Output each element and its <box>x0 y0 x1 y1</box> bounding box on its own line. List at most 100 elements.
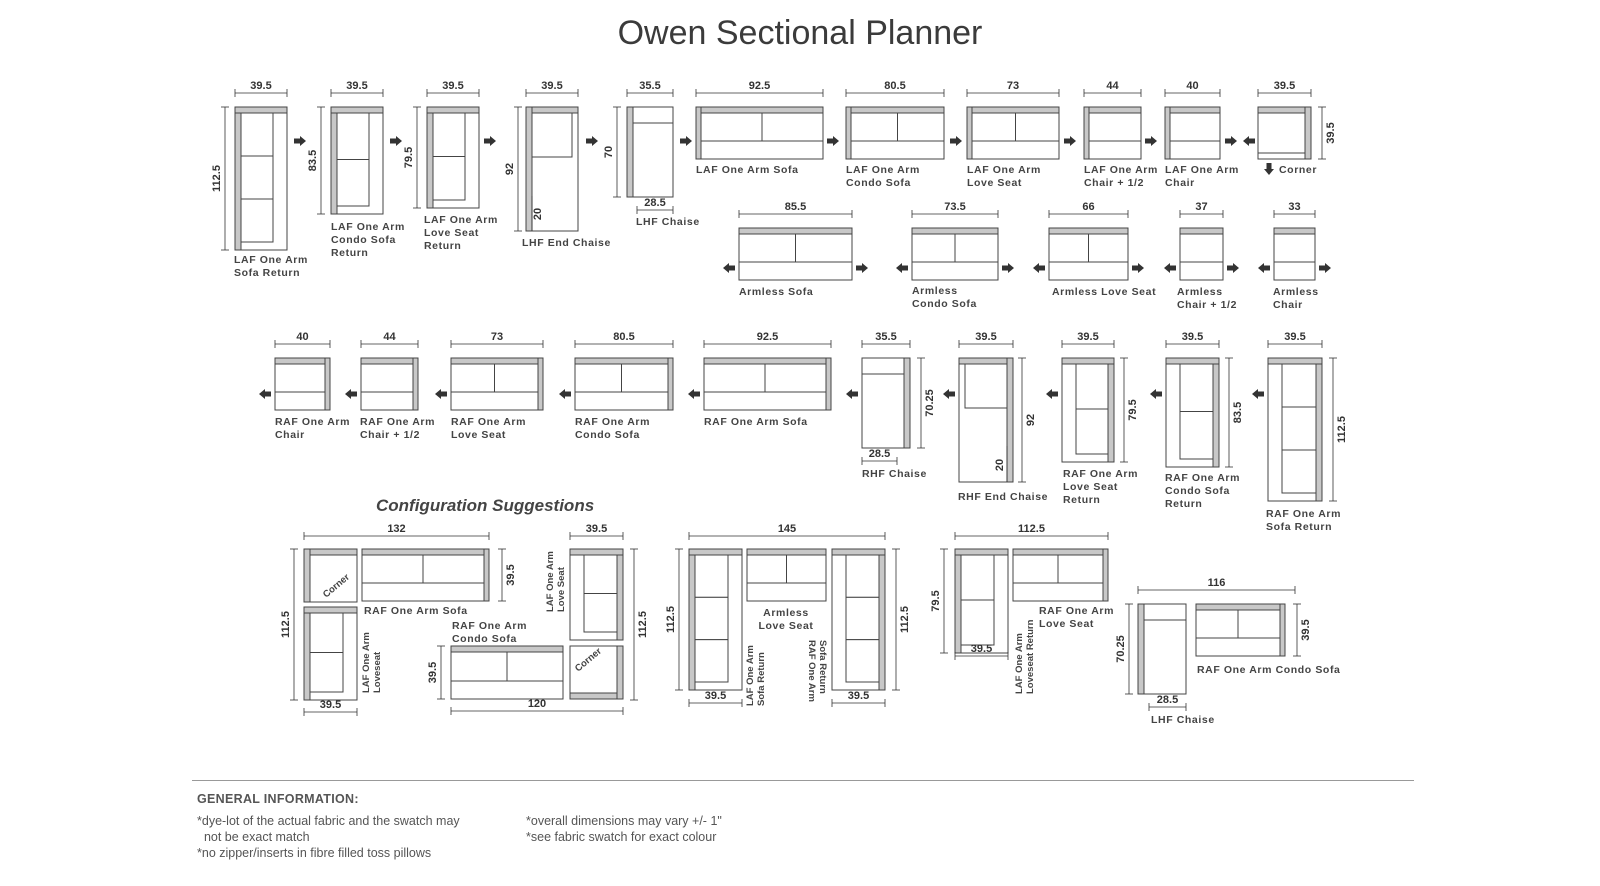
piece-label: RAF One Arm <box>452 620 527 632</box>
corner-piece <box>303 548 358 603</box>
piece-label: Armless <box>1273 286 1319 298</box>
depth-dimension: 20 <box>994 459 1006 471</box>
back-cushion <box>274 357 331 365</box>
seat-cushion <box>1088 112 1142 142</box>
seat-cushion <box>583 554 618 594</box>
piece-label: Sofa Return <box>234 267 300 279</box>
depth-dimension: 20 <box>532 208 544 220</box>
seat-cushion <box>1179 363 1214 412</box>
back-cushion <box>695 106 824 114</box>
piece-label: Sofa Return <box>1266 521 1332 533</box>
back-cushion <box>626 106 634 198</box>
piece-label: Armless Love Seat <box>1052 286 1156 298</box>
seat-cushion <box>795 233 853 263</box>
seat-cushion <box>360 363 414 393</box>
width-dimension: 80.5 <box>613 331 634 343</box>
width-dimension: 92.5 <box>757 331 778 343</box>
seat-cushion <box>274 363 326 393</box>
width-dimension: 39.5 <box>1182 331 1203 343</box>
direction-arrow-icon <box>1033 263 1045 273</box>
height-dimension: 39.5 <box>1325 122 1337 143</box>
piece-label: LAF One Arm <box>424 214 498 226</box>
seat-cushion <box>574 363 622 393</box>
piece-label: Sofa Return <box>756 652 767 706</box>
direction-arrow-icon <box>1319 263 1331 273</box>
seat-cushion <box>422 554 485 584</box>
direction-arrow-icon <box>723 263 735 273</box>
piece-label: LAF One Arm <box>545 551 556 612</box>
direction-arrow-icon <box>1132 263 1144 273</box>
seat-cushion <box>494 363 539 393</box>
width-dimension: 40 <box>296 331 308 343</box>
piece-label: LAF One Arm Sofa <box>696 164 799 176</box>
piece-label: RAF One Arm <box>275 416 350 428</box>
back-cushion <box>1179 227 1224 235</box>
width-dimension: 39.5 <box>586 523 607 535</box>
width-dimension: 39.5 <box>1274 80 1295 92</box>
piece-label: Condo Sofa <box>846 177 911 189</box>
width-dimension: 39.5 <box>1077 331 1098 343</box>
direction-arrow-icon <box>435 389 447 399</box>
height-dimension: 83.5 <box>1232 402 1244 423</box>
direction-arrow-icon <box>390 136 402 146</box>
direction-arrow-icon <box>1150 389 1162 399</box>
arm-rest <box>1279 603 1286 657</box>
width-dimension: 132 <box>387 523 405 535</box>
piece-label: Loveseat <box>372 651 383 693</box>
width-dimension: 73 <box>491 331 503 343</box>
piece-label: Condo Sofa <box>912 298 977 310</box>
direction-arrow-icon <box>586 136 598 146</box>
back-cushion <box>746 548 827 556</box>
back-cushion <box>878 548 886 691</box>
seat-cushion <box>1015 112 1060 142</box>
piece-label: LAF One Arm <box>1014 633 1025 694</box>
height-dimension: 92 <box>504 163 516 175</box>
arm-rest <box>1061 357 1115 365</box>
back-cushion <box>1195 603 1286 611</box>
piece-label: Sofa Return <box>817 640 828 694</box>
back-cushion <box>303 606 311 701</box>
back-cushion <box>616 548 624 641</box>
seat-cushion <box>309 612 344 653</box>
direction-arrow-icon <box>680 136 692 146</box>
back-cushion <box>738 227 853 235</box>
piece-label: RHF End Chaise <box>958 491 1048 503</box>
back-cushion <box>450 645 564 653</box>
piece-label: RAF One Arm Condo Sofa <box>1197 664 1340 676</box>
piece-label: Condo Sofa <box>575 429 640 441</box>
height-dimension: 112.5 <box>1336 416 1348 443</box>
seat-cushion <box>1257 112 1306 154</box>
width-dimension: 73 <box>1007 80 1019 92</box>
note-line: *overall dimensions may vary +/- 1" <box>526 814 722 828</box>
seat-cushion <box>761 112 824 142</box>
width-dimension: 39.5 <box>250 80 271 92</box>
seat-cushion <box>960 599 995 646</box>
arm-rest <box>688 548 743 556</box>
height-dimension: 112.5 <box>637 611 649 638</box>
arm-rest <box>667 357 674 411</box>
back-cushion <box>1137 603 1145 695</box>
footer-divider <box>192 780 1414 781</box>
piece-label: Armless <box>912 285 958 297</box>
height-dimension: 112.5 <box>280 611 292 638</box>
back-cushion <box>525 106 579 114</box>
piece-label: Love Seat <box>1039 618 1094 630</box>
section-heading: Configuration Suggestions <box>376 496 594 515</box>
direction-arrow-icon <box>1225 136 1237 146</box>
direction-arrow-icon <box>1258 263 1270 273</box>
note-line: *no zipper/inserts in fibre filled toss … <box>197 846 432 860</box>
width-dimension: 39.5 <box>971 643 992 655</box>
height-dimension: 112.5 <box>211 165 223 192</box>
width-dimension: 39.5 <box>320 699 341 711</box>
piece-label: LAF One Arm <box>1165 164 1239 176</box>
arm-rest <box>861 357 905 375</box>
piece-label: Return <box>1063 494 1100 506</box>
piece-label: RAF One Arm <box>575 416 650 428</box>
seat-cushion <box>450 651 508 682</box>
width-dimension: 28.5 <box>644 197 665 209</box>
seat-cushion <box>450 363 495 393</box>
piece-label: Corner <box>1279 164 1317 176</box>
piece-label: Love Seat <box>424 227 479 239</box>
back-cushion <box>574 357 674 365</box>
height-dimension: 70 <box>603 146 615 158</box>
